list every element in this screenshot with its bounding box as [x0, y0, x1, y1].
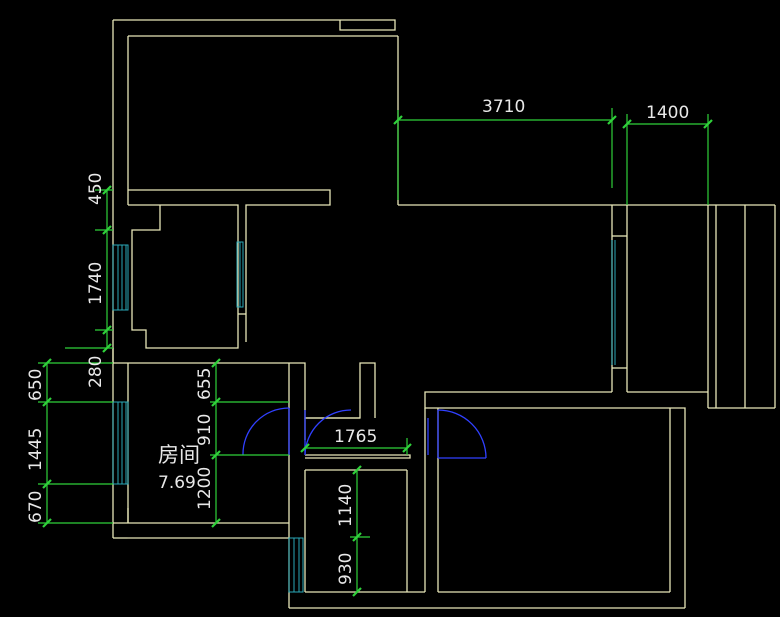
- dim-left-upper-a: 450: [86, 173, 106, 205]
- walls: [112, 19, 776, 609]
- dimension-lines: [38, 108, 713, 597]
- dim-inner-b: 910: [195, 414, 215, 446]
- room-label: 房间 7.69: [158, 443, 200, 493]
- dim-bath-a: 930: [336, 553, 356, 585]
- dim-bath-b: 1140: [336, 484, 356, 527]
- dim-left-upper-b: 1740: [86, 262, 106, 305]
- room-name: 房间: [158, 443, 200, 467]
- dim-corridor-width: 1765: [334, 427, 377, 447]
- dim-inner-a: 655: [195, 368, 215, 400]
- room-area: 7.69: [158, 473, 196, 493]
- windows: [112, 240, 616, 593]
- dim-left-lower-b: 1445: [26, 428, 46, 471]
- dim-inner-c: 1200: [195, 467, 215, 510]
- dim-left-gap: 280: [86, 356, 106, 388]
- dim-top-right-width: 1400: [646, 103, 689, 123]
- dim-left-lower-c: 670: [26, 491, 46, 523]
- dim-top-width: 3710: [482, 97, 525, 117]
- dimension-labels: 3710 1400 450 1740 280 650 1445 670 655 …: [26, 97, 689, 585]
- dim-left-lower-a: 650: [26, 369, 46, 401]
